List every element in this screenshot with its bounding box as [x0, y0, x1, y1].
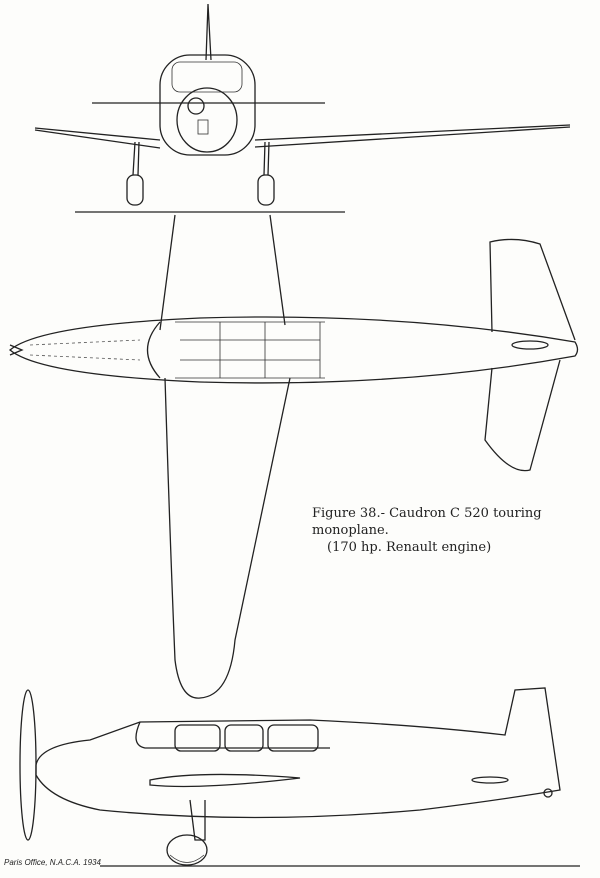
figure-caption: Figure 38.- Caudron C 520 touring monopl…	[312, 505, 600, 556]
front-view	[34, 3, 571, 213]
caption-line-2: (170 hp. Renault engine)	[327, 540, 492, 555]
side-view	[19, 687, 580, 867]
credit-text: Paris Office, N.A.C.A. 1934	[4, 858, 101, 867]
caption-line-1: Figure 38.- Caudron C 520 touring monopl…	[312, 506, 542, 538]
top-view	[8, 214, 579, 699]
